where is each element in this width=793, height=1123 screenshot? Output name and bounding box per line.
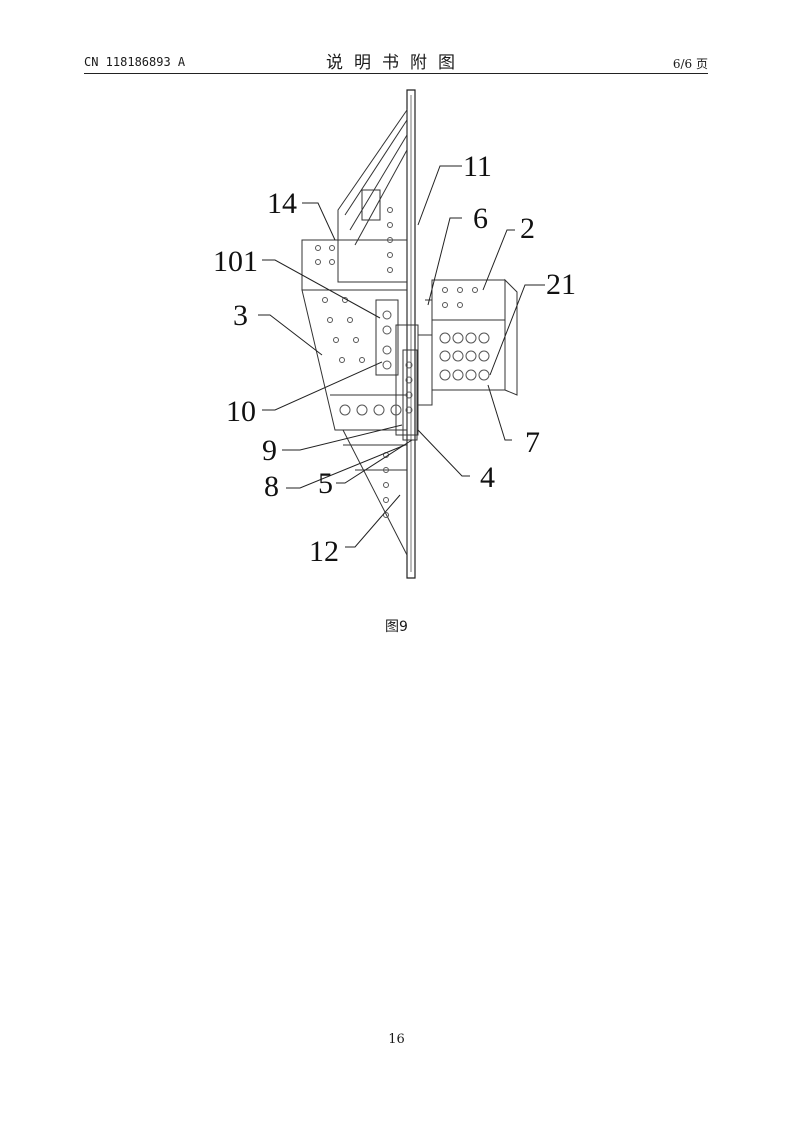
central-connector: [375, 299, 419, 441]
label-3: 3: [233, 299, 248, 332]
page-header: CN 118186893 A 说明书附图 6/6 页: [84, 48, 708, 74]
header-rule: [84, 73, 708, 74]
right-box: [417, 278, 518, 406]
page-number: 16: [388, 1032, 405, 1047]
publication-number: CN 118186893 A: [84, 55, 186, 69]
label-7: 7: [525, 426, 540, 459]
label-5: 5: [318, 467, 333, 500]
label-12: 12: [309, 535, 339, 568]
label-9: 9: [262, 434, 277, 467]
main-plate: [406, 89, 416, 579]
reference-numerals: 11 14 6 2 101 21 3 10 9 7 8 5 4 12: [213, 150, 576, 568]
page-counter: 6/6 页: [672, 57, 708, 71]
lower-plate: [342, 429, 408, 556]
bolt-holes: [315, 207, 490, 518]
label-14: 14: [267, 187, 297, 220]
label-101: 101: [213, 245, 258, 278]
label-10: 10: [226, 395, 256, 428]
upper-brace: [337, 108, 408, 283]
label-2: 2: [520, 212, 535, 245]
label-8: 8: [264, 470, 279, 503]
label-21: 21: [546, 268, 576, 301]
section-title: 说明书附图: [326, 53, 466, 73]
figure-caption: 图9: [385, 619, 408, 635]
leader-lines: [258, 165, 545, 548]
label-4: 4: [480, 461, 495, 494]
label-6: 6: [473, 202, 488, 235]
label-11: 11: [463, 150, 492, 183]
